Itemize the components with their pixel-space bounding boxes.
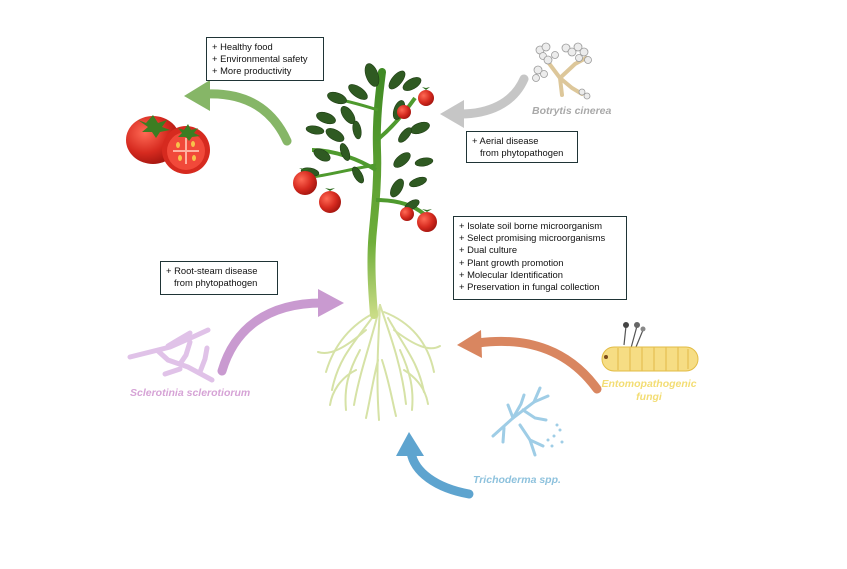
root-line: + Root-steam disease (166, 265, 258, 276)
trichoderma-label: Trichoderma spp. (473, 474, 561, 486)
tomatoes-icon (126, 115, 210, 174)
arrow-aerial (440, 74, 529, 128)
plant-stem (305, 68, 426, 319)
methods-line: + Dual culture (459, 244, 518, 256)
root-disease-box: + Root-steam disease from phytopathogen (160, 261, 278, 295)
benefits-box: + Healthy food + Environmental safety + … (206, 37, 324, 81)
plant-tomatoes (293, 87, 437, 232)
methods-line: + Plant growth promotion (459, 256, 564, 268)
arrow-benefits (184, 80, 292, 146)
sclerotinia-label: Sclerotinia sclerotiorum (130, 387, 251, 399)
methods-line: + Molecular Identification (459, 268, 563, 280)
methods-line: + Select promising microorganisms (459, 232, 606, 244)
methods-line: + Isolate soil borne microorganism (459, 220, 603, 231)
arrow-trichoderma (396, 432, 474, 499)
botrytis-icon (532, 42, 592, 100)
roots-illustration (317, 304, 441, 421)
benefits-line: + More productivity (212, 65, 292, 77)
plant-leaves (300, 63, 434, 211)
arrow-root (217, 289, 344, 376)
entomo-label-line1: Entomopathogenic (601, 378, 697, 390)
aerial-disease-box: + Aerial disease from phytopathogen (466, 131, 578, 163)
benefits-line: + Environmental safety (212, 53, 308, 65)
methods-line: + Preservation in fungal collection (459, 281, 600, 293)
benefits-line: + Healthy food (212, 41, 273, 52)
arrow-entomo (457, 330, 602, 394)
aerial-line: from phytopathogen (480, 147, 564, 159)
sclerotinia-icon (127, 327, 215, 383)
trichoderma-icon (491, 386, 564, 457)
aerial-line: + Aerial disease (472, 135, 539, 146)
botrytis-label: Botrytis cinerea (532, 105, 612, 117)
entomopathogenic-icon (601, 322, 699, 372)
root-line: from phytopathogen (174, 277, 258, 289)
entomo-label-line2: fungi (636, 391, 662, 403)
entomopathogenic-label: Entomopathogenic fungi (597, 378, 701, 404)
methods-box: + Isolate soil borne microorganism + Sel… (453, 216, 627, 300)
